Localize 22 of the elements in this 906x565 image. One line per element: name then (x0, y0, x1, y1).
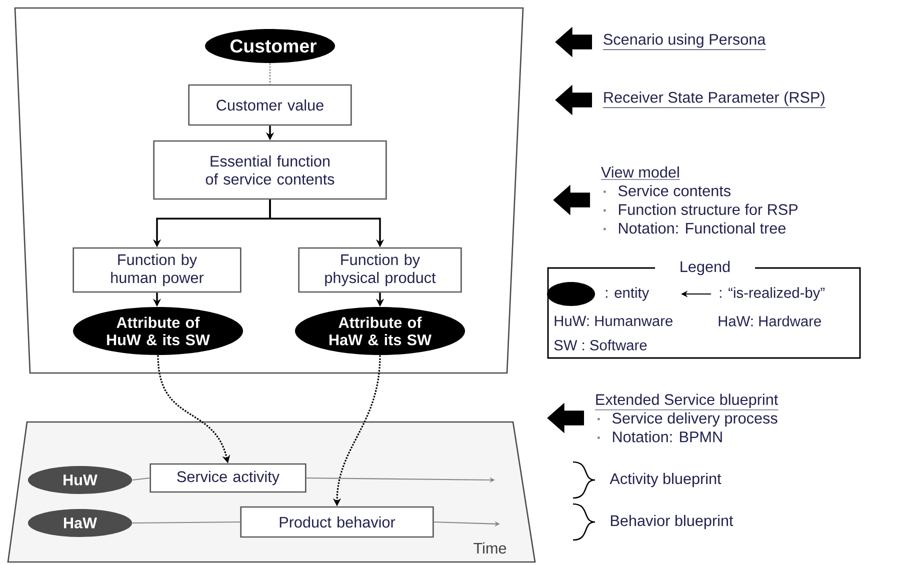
model-text: View model Service contents Function structure for RSP Notation: Functional tree (600, 166, 798, 234)
timeline (132, 521, 240, 524)
model-text: Extended Service blueprint Service delivery process Notation: BPMN (594, 394, 778, 442)
legend-text: HuW: Humanware (554, 316, 672, 326)
dotted-line (269, 63, 271, 84)
process-box: Customer value (188, 84, 352, 126)
time-label: Time (474, 542, 506, 554)
legend-text: : entity (606, 287, 650, 301)
process-box: Service activity (150, 463, 306, 493)
process-box: Function by physical product (298, 247, 462, 293)
legend-text: SW : Software (554, 340, 647, 350)
legend-text: : “is-realized-by” (720, 287, 825, 301)
model-text: Receiver State Parameter (RSP) (602, 92, 826, 108)
legend-text: HaW: Hardware (718, 316, 821, 326)
process-box: Essential function of service contents (153, 140, 387, 200)
process-box: Function by human power (72, 247, 242, 293)
blueprint-label: Activity blueprint (610, 472, 722, 488)
model-text: Scenario using Persona (602, 34, 766, 50)
process-box: Product behavior (240, 506, 434, 538)
timeline (132, 477, 150, 481)
blueprint-label: Behavior blueprint (610, 514, 734, 530)
legend-title: Legend (678, 260, 732, 276)
